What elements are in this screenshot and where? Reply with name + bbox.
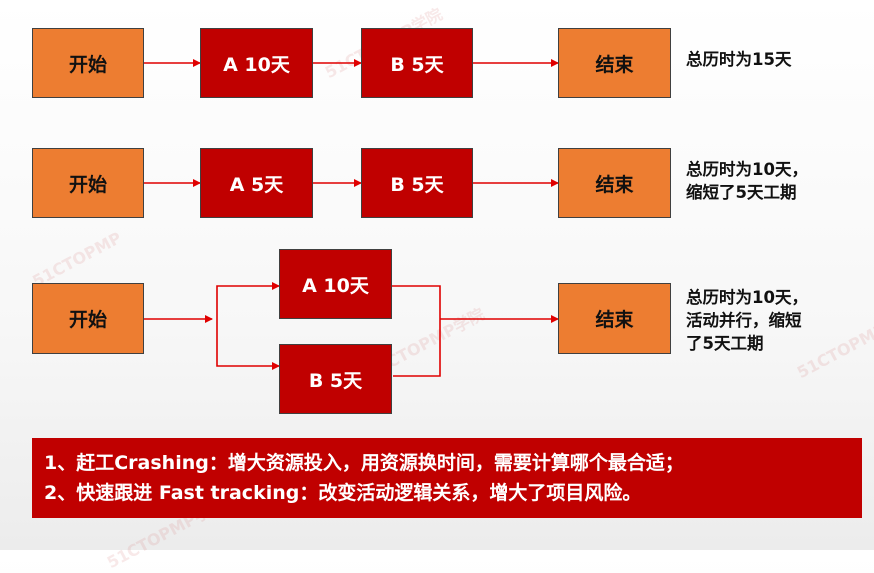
activity-a-node: A 5天 bbox=[200, 148, 313, 218]
note-line: 了5天工期 bbox=[686, 334, 764, 353]
start-node: 开始 bbox=[32, 28, 144, 98]
activity-b-node: B 5天 bbox=[361, 28, 473, 98]
end-node: 结束 bbox=[558, 283, 671, 354]
activity-a-node: A 10天 bbox=[200, 28, 313, 98]
arrow-split-to-b bbox=[216, 319, 280, 370]
activity-b-node: B 5天 bbox=[361, 148, 473, 218]
note-line: 总历时为15天 bbox=[686, 50, 792, 69]
duration-note: 总历时为15天 bbox=[686, 48, 791, 71]
duration-note: 总历时为10天， 活动并行，缩短 了5天工期 bbox=[686, 286, 808, 355]
start-node: 开始 bbox=[32, 148, 144, 218]
end-node: 结束 bbox=[558, 148, 671, 218]
start-node: 开始 bbox=[32, 283, 144, 354]
duration-note: 总历时为10天， 缩短了5天工期 bbox=[686, 158, 808, 204]
banner-line-fast-tracking: 2、快速跟进 Fast tracking：改变活动逻辑关系，增大了项目风险。 bbox=[44, 482, 642, 504]
arrow-a-to-join bbox=[392, 285, 441, 377]
note-line: 活动并行，缩短 bbox=[686, 311, 802, 330]
activity-a-node: A 10天 bbox=[279, 249, 392, 319]
connector-arrows bbox=[144, 59, 559, 377]
note-line: 总历时为10天， bbox=[686, 160, 808, 179]
banner-line-crashing: 1、赶工Crashing：增大资源投入，用资源换时间，需要计算哪个最合适； bbox=[44, 452, 684, 474]
note-line: 缩短了5天工期 bbox=[686, 183, 797, 202]
end-node: 结束 bbox=[558, 28, 671, 98]
summary-banner: 1、赶工Crashing：增大资源投入，用资源换时间，需要计算哪个最合适； 2、… bbox=[32, 438, 862, 518]
activity-b-node: B 5天 bbox=[279, 344, 392, 414]
note-line: 总历时为10天， bbox=[686, 288, 808, 307]
arrow-split-to-a bbox=[216, 282, 280, 319]
